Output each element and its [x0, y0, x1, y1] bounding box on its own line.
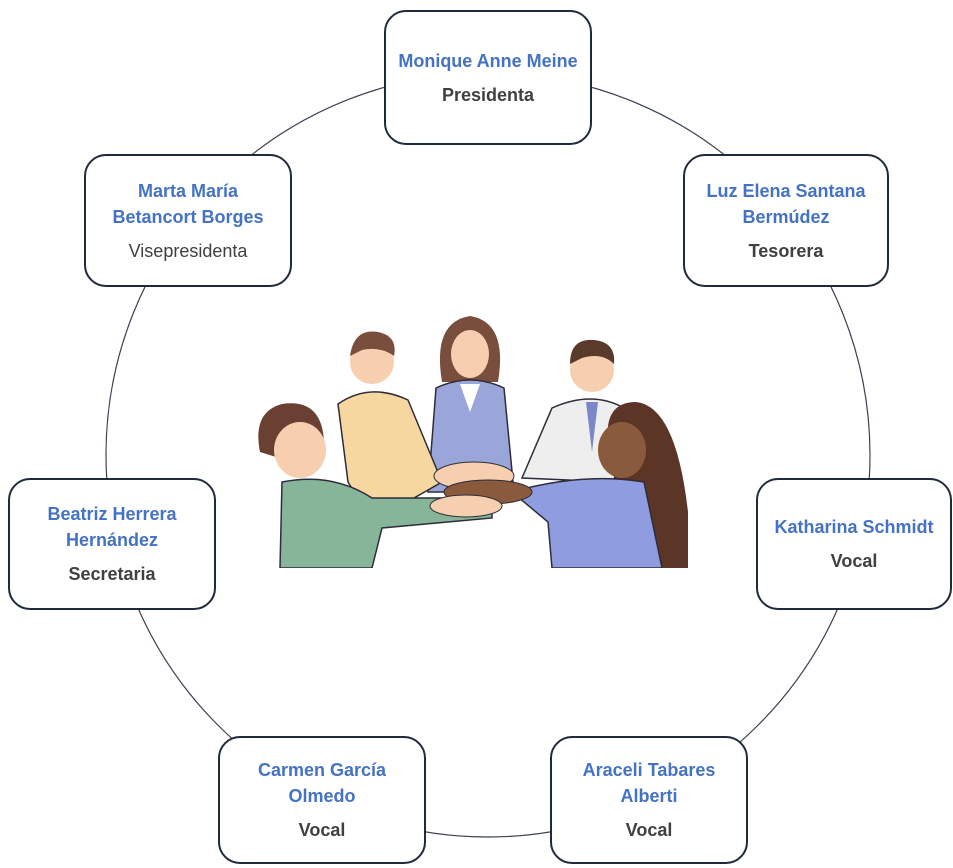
- member-name: Monique Anne Meine: [398, 50, 578, 71]
- member-node-vocal-2: Araceli Tabares Alberti Vocal: [550, 736, 748, 864]
- member-node-tesorera: Luz Elena Santana Bermúdez Tesorera: [683, 154, 889, 287]
- member-name: Marta María Betancort Borges: [112, 180, 264, 227]
- member-node-vocal-3: Carmen García Olmedo Vocal: [218, 736, 426, 864]
- member-name: Araceli Tabares Alberti: [582, 760, 716, 806]
- member-role: Vocal: [298, 820, 346, 840]
- member-role: Secretaria: [68, 564, 156, 584]
- member-name: Carmen García Olmedo: [257, 760, 387, 806]
- member-role: Presidenta: [441, 84, 535, 105]
- teamwork-illustration: [258, 316, 688, 568]
- person-man-white: [520, 339, 625, 483]
- member-node-vocal-1: Katharina Schmidt Vocal: [756, 478, 952, 610]
- member-role: Vocal: [625, 820, 673, 840]
- member-name: Luz Elena Santana Bermúdez: [706, 180, 866, 227]
- member-role: Visepresidenta: [128, 240, 248, 261]
- member-role: Tesorera: [748, 240, 824, 261]
- member-role: Vocal: [830, 551, 878, 571]
- member-node-secretaria: Beatriz Herrera Hernández Secretaria: [8, 478, 216, 610]
- person-woman-purple: [510, 402, 688, 568]
- member-name: Katharina Schmidt: [774, 517, 934, 537]
- person-man-yellow: [337, 331, 443, 524]
- stacked-hands: [429, 461, 533, 518]
- member-node-presidenta: Monique Anne Meine Presidenta: [384, 10, 592, 145]
- member-node-visepresidenta: Marta María Betancort Borges Visepreside…: [84, 154, 292, 287]
- member-name: Beatriz Herrera Hernández: [47, 504, 177, 550]
